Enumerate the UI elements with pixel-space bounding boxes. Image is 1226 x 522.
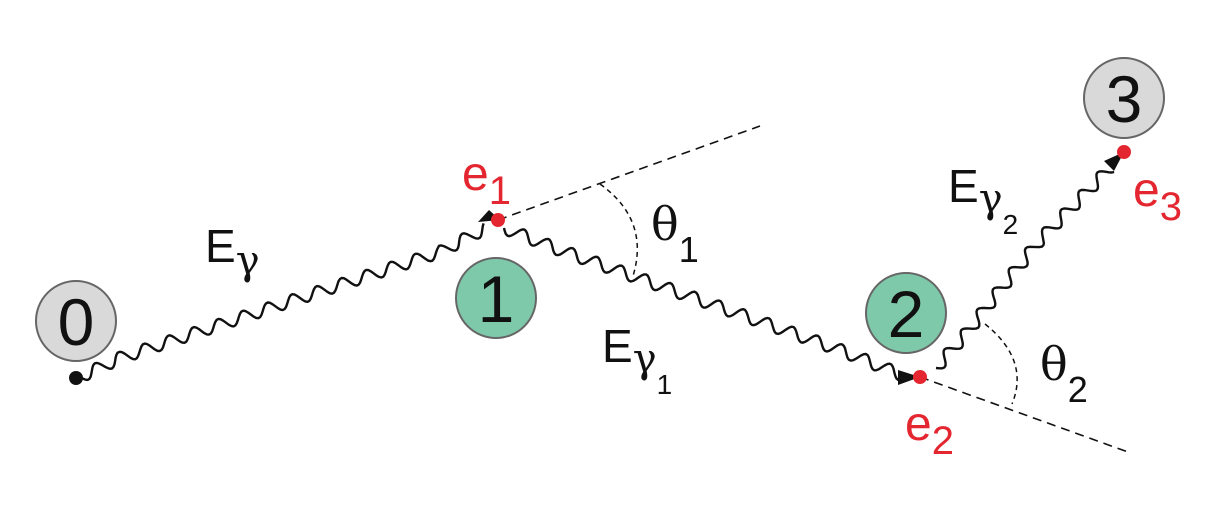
photon-label-0: Eγ (205, 220, 260, 284)
node-2: 2 (865, 272, 947, 354)
photon-label-1: Eγ1 (602, 320, 672, 400)
dashed-line-2 (919, 376, 1129, 453)
node-2-label: 2 (888, 277, 925, 351)
node-1-label: 1 (478, 262, 515, 336)
event-label-2: e2 (905, 398, 954, 463)
node-0-label: 0 (58, 285, 95, 359)
node-3: 3 (1083, 57, 1165, 139)
event-point-1 (491, 213, 505, 227)
node-0: 0 (35, 280, 117, 362)
dashed-line-1 (497, 125, 761, 221)
photon-path-2 (935, 170, 1115, 370)
arrowhead-2 (898, 370, 920, 385)
node-3-label: 3 (1106, 62, 1143, 136)
photon-path-1 (502, 227, 901, 382)
angle-arc-2 (984, 323, 1018, 405)
event-point-2 (913, 370, 927, 384)
angle-arc-1 (599, 183, 639, 277)
event-label-3: e3 (1133, 164, 1182, 229)
photon-label-2: Eγ2 (948, 160, 1018, 240)
node-1: 1 (455, 257, 537, 339)
angle-label-1: θ1 (651, 197, 699, 270)
event-label-1: e1 (462, 148, 511, 213)
photon-path-0 (79, 223, 485, 382)
event-point-3 (1117, 145, 1131, 159)
source-point (69, 371, 83, 385)
angle-label-2: θ2 (1040, 337, 1088, 410)
